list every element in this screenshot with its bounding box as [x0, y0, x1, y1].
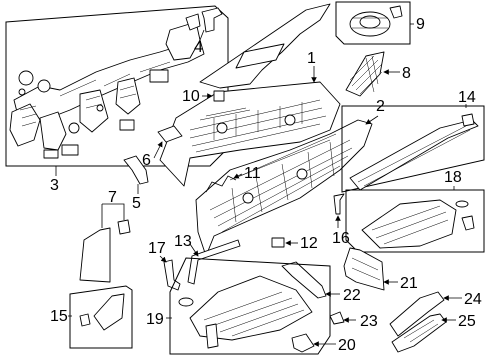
part-13-strip	[187, 239, 241, 285]
callout-14: 14	[458, 89, 476, 108]
callout-10: 10	[182, 88, 213, 105]
part-20-clip	[291, 333, 315, 353]
svg-text:9: 9	[416, 16, 425, 33]
svg-text:1: 1	[307, 50, 316, 67]
svg-text:17: 17	[148, 240, 166, 257]
svg-text:12: 12	[300, 235, 318, 252]
part-11-bracket	[205, 175, 237, 193]
callout-24: 24	[443, 291, 482, 308]
svg-text:24: 24	[464, 291, 482, 308]
svg-text:16: 16	[332, 230, 350, 247]
callout-16: 16	[332, 215, 350, 247]
part-8-vent-grille	[345, 51, 385, 97]
callout-7: 7	[108, 189, 117, 206]
svg-text:13: 13	[174, 233, 192, 250]
part-1-upper-panel	[159, 3, 341, 187]
svg-text:19: 19	[146, 311, 164, 328]
callout-1: 1	[307, 50, 317, 83]
callout-3: 3	[50, 166, 59, 194]
svg-text:5: 5	[132, 195, 141, 212]
callout-8: 8	[383, 65, 411, 82]
callout-22: 22	[325, 287, 361, 304]
callout-11: 11	[233, 165, 261, 182]
svg-text:18: 18	[444, 169, 462, 186]
callout-25: 25	[441, 313, 476, 330]
part-19-lower-trim	[169, 257, 331, 355]
svg-text:14: 14	[458, 89, 476, 106]
callout-15: 15	[50, 308, 72, 325]
part-6-connector	[157, 125, 183, 143]
part-16-pin	[333, 193, 345, 215]
part-5-bracket	[123, 155, 149, 185]
svg-text:8: 8	[402, 65, 411, 82]
svg-text:6: 6	[142, 152, 151, 169]
callout-21: 21	[383, 275, 418, 292]
svg-text:11: 11	[244, 165, 261, 182]
svg-text:2: 2	[376, 98, 385, 115]
part-12-clip	[271, 237, 285, 248]
callout-4: 4	[194, 39, 203, 56]
part-21-trim-panel	[343, 247, 385, 291]
part-17-bracket	[163, 259, 181, 291]
callout-18: 18	[444, 169, 462, 190]
callout-17: 17	[148, 240, 167, 263]
part-14-trim-strip	[341, 105, 485, 193]
svg-text:10: 10	[182, 88, 200, 105]
callout-23: 23	[343, 313, 378, 330]
svg-text:23: 23	[360, 313, 378, 330]
part-9-bezel	[335, 1, 411, 45]
part-10-clip	[213, 90, 225, 102]
svg-text:20: 20	[338, 337, 356, 354]
svg-text:22: 22	[343, 287, 361, 304]
part-15-clip	[69, 285, 133, 349]
callout-5: 5	[132, 184, 141, 212]
part-23-clip	[329, 311, 345, 325]
callout-20: 20	[313, 337, 356, 354]
callout-2: 2	[365, 98, 385, 125]
callout-13: 13	[174, 233, 199, 257]
callout-9: 9	[410, 16, 425, 33]
part-7-side-trim	[79, 203, 131, 283]
svg-text:25: 25	[458, 313, 476, 330]
part-4-bracket	[199, 7, 223, 41]
svg-text:7: 7	[108, 189, 117, 206]
part-3-cross-car-beam	[5, 5, 229, 167]
svg-text:15: 15	[50, 308, 68, 325]
part-18-glove-box	[345, 189, 485, 253]
callout-6: 6	[142, 141, 163, 169]
callout-19: 19	[146, 311, 172, 328]
svg-text:4: 4	[194, 39, 203, 56]
callout-12: 12	[285, 235, 318, 252]
svg-text:3: 3	[50, 177, 59, 194]
svg-text:21: 21	[400, 275, 418, 292]
